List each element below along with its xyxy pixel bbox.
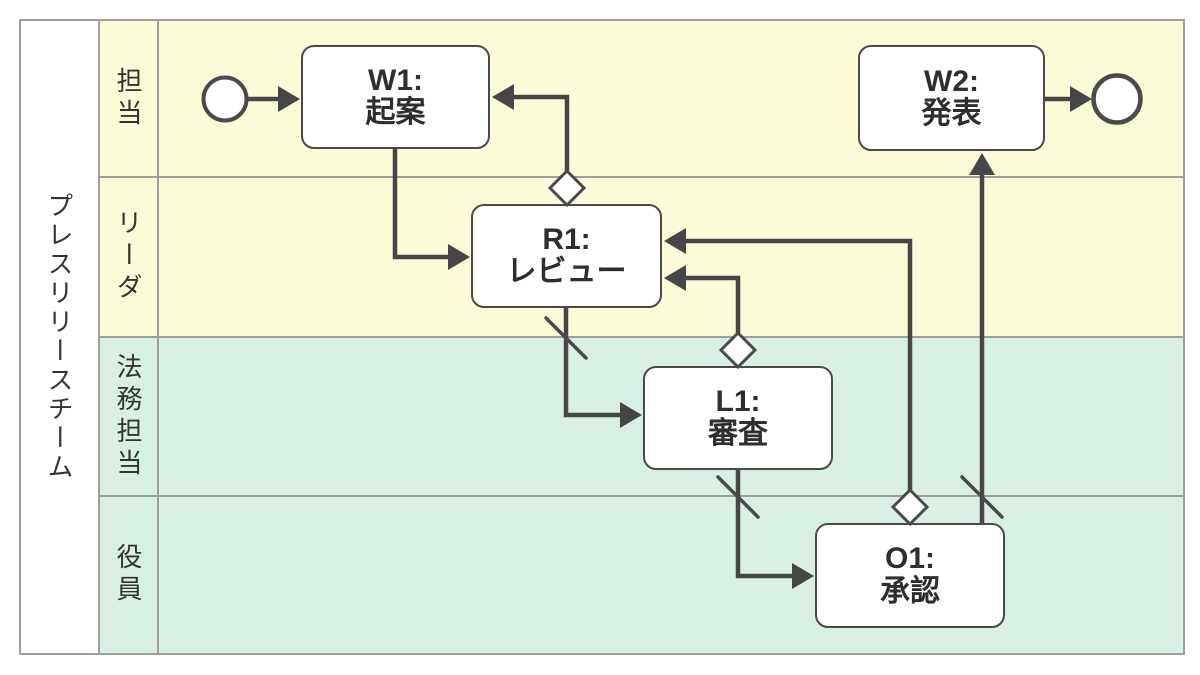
lane-body-leader bbox=[159, 178, 1183, 336]
lane-label-exec: 役員 bbox=[113, 543, 143, 607]
lane-exec: 役員 bbox=[100, 497, 1183, 653]
lane-label-cell-exec: 役員 bbox=[100, 497, 159, 653]
lane-body-exec bbox=[159, 497, 1183, 653]
lane-label-cell-leader: リーダ bbox=[100, 178, 159, 336]
activity-node-w1: W1: 起案 bbox=[301, 45, 490, 149]
lane-leader: リーダ bbox=[100, 178, 1183, 338]
lane-label-legal: 法務担当 bbox=[113, 352, 143, 481]
lane-label-cell-tanto: 担当 bbox=[100, 21, 159, 176]
pool-title-cell: プレスリリースチーム bbox=[21, 21, 100, 653]
lane-label-leader: リーダ bbox=[113, 209, 143, 305]
activity-node-l1: L1: 審査 bbox=[643, 366, 833, 470]
lane-legal: 法務担当 bbox=[100, 338, 1183, 497]
pool-title: プレスリリースチーム bbox=[44, 192, 74, 482]
activity-node-r1: R1: レビュー bbox=[471, 204, 662, 308]
lane-label-tanto: 担当 bbox=[113, 66, 143, 131]
lane-label-cell-legal: 法務担当 bbox=[100, 338, 159, 495]
activity-node-w2: W2: 発表 bbox=[858, 45, 1045, 151]
activity-node-o1: O1: 承認 bbox=[815, 523, 1005, 628]
